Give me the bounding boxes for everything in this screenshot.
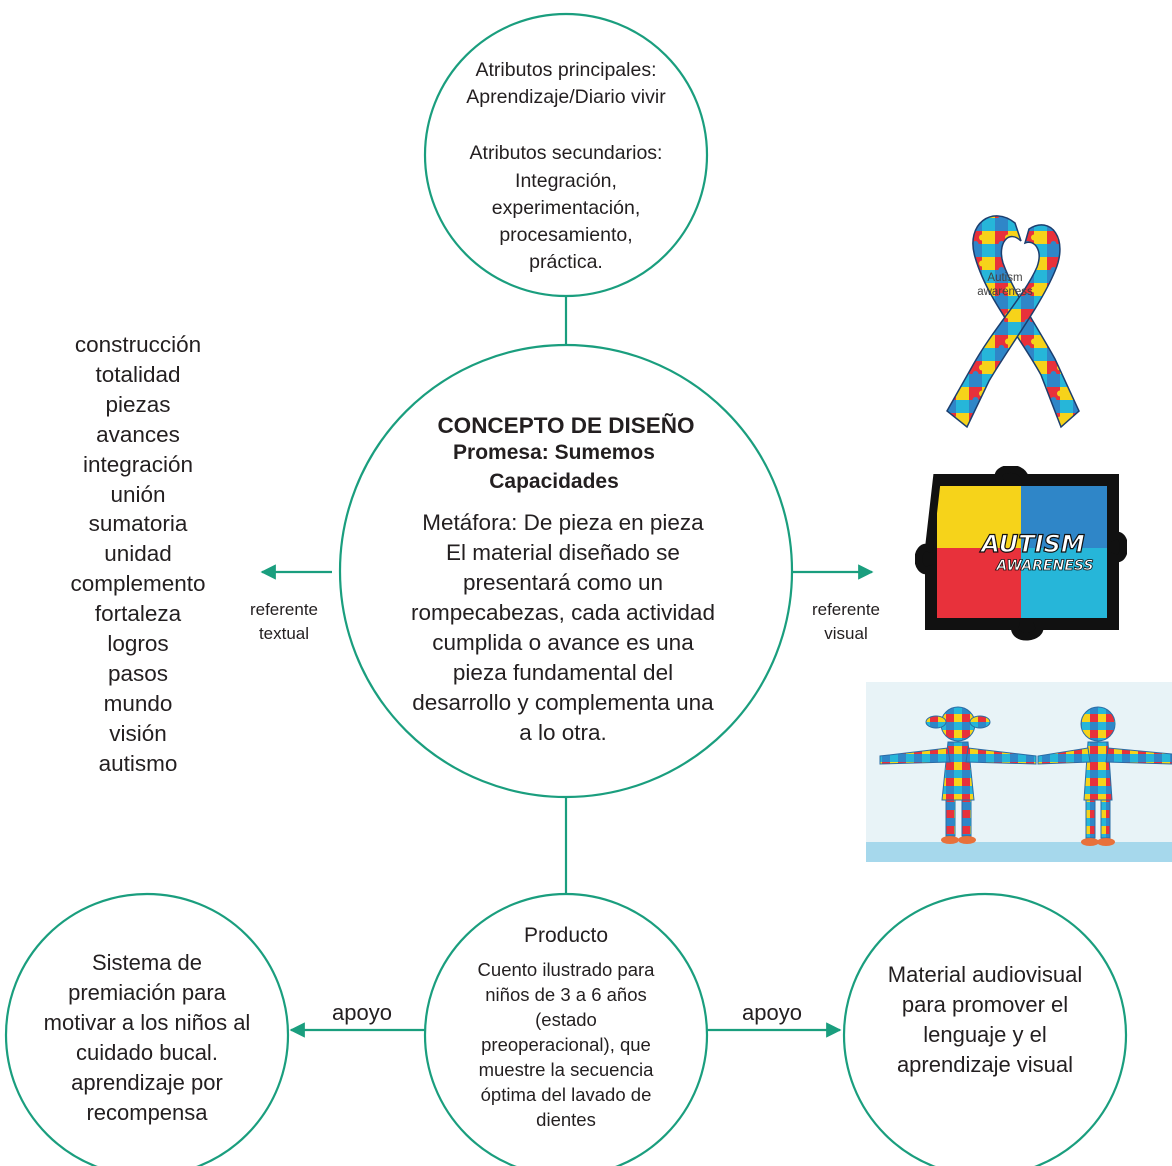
word-item: autismo	[98, 750, 178, 776]
word-item: complemento	[70, 571, 206, 597]
textual-referent-label: referente	[249, 600, 319, 619]
metaphor-line: cumplida o avance es una	[432, 630, 694, 655]
product-description-line: dientes	[536, 1109, 596, 1130]
product-description-line: preoperacional), que	[481, 1034, 651, 1055]
reward-system-line: motivar a los niños al	[43, 1010, 251, 1035]
product-description-line: Cuento ilustrado para	[477, 959, 655, 980]
visual-referent-label: visual	[824, 624, 868, 643]
audiovisual-line: Material audiovisual	[887, 962, 1083, 987]
word-item: sumatoria	[88, 511, 188, 537]
word-item: visión	[109, 720, 167, 746]
metaphor-line: a lo otra.	[519, 720, 607, 745]
ribbon-text-line: Autism	[987, 272, 1022, 284]
reward-system-line: premiación para	[68, 980, 226, 1005]
puzzle-text-line: AUTISM	[979, 530, 1085, 558]
word-item: construcción	[74, 332, 202, 357]
audiovisual-line: para promover el	[901, 992, 1069, 1017]
metaphor-line: pieza fundamental del	[452, 660, 674, 685]
product-description-line: óptima del lavado de	[480, 1084, 652, 1105]
design-concept-title: CONCEPTO DE DISEÑO	[437, 413, 695, 438]
word-item: totalidad	[95, 361, 181, 387]
word-item: fortaleza	[94, 601, 182, 627]
metaphor-line: Metáfora: De pieza en pieza	[422, 510, 704, 535]
autism-awareness-puzzle-image: AUTISM AWARENESS	[915, 466, 1127, 646]
audiovisual-circle	[842, 892, 1128, 1166]
support-label-right: apoyo	[742, 1000, 802, 1025]
autism-awareness-ribbon-image: Autism awareness	[943, 205, 1083, 430]
primary-attributes-label: Atributos principales:	[475, 59, 657, 81]
audiovisual-line: aprendizaje visual	[896, 1052, 1074, 1077]
metaphor-line: presentará como un	[462, 570, 664, 595]
metaphor-line: El material diseñado se	[446, 540, 680, 565]
metaphor-line: rompecabezas, cada actividad	[411, 600, 715, 625]
promise-line: Promesa: Sumemos	[453, 441, 655, 464]
word-item: mundo	[103, 690, 173, 716]
reward-system-line: Sistema de	[91, 950, 203, 975]
product-description-line: niños de 3 a 6 años	[485, 984, 647, 1005]
support-label-left: apoyo	[332, 1000, 392, 1025]
product-circle	[423, 892, 709, 1166]
visual-referent-label: referente	[811, 600, 881, 619]
product-description-line: muestre la secuencia	[478, 1059, 654, 1080]
product-description-line: (estado	[535, 1009, 597, 1030]
top-attributes-circle	[423, 12, 709, 298]
secondary-attribute-item: Integración,	[515, 170, 617, 192]
secondary-attribute-item: práctica.	[529, 251, 603, 273]
word-item: avances	[96, 421, 180, 447]
audiovisual-line: lenguaje y el	[923, 1022, 1047, 1047]
word-item: unidad	[104, 541, 172, 567]
word-item: piezas	[105, 391, 171, 417]
secondary-attribute-item: experimentación,	[491, 197, 641, 219]
textual-referent-word-list: construcción totalidad piezas avances in…	[50, 330, 226, 779]
reward-system-line: cuidado bucal.	[76, 1040, 218, 1065]
reward-system-line: recompensa	[86, 1100, 208, 1125]
puzzle-children-image	[866, 682, 1172, 862]
reward-system-line: aprendizaje por	[71, 1070, 223, 1095]
textual-referent-label: textual	[258, 624, 310, 643]
word-item: integración	[82, 451, 194, 477]
puzzle-text-line: AWARENESS	[995, 558, 1093, 574]
reward-system-circle	[4, 892, 290, 1166]
product-title: Producto	[523, 924, 609, 947]
word-item: pasos	[107, 660, 169, 686]
metaphor-line: desarrollo y complementa una	[412, 690, 714, 715]
word-item: logros	[107, 631, 169, 657]
primary-attributes-value: Aprendizaje/Diario vivir	[466, 86, 666, 108]
promise-line: Capacidades	[489, 470, 619, 493]
design-concept-circle	[338, 343, 794, 799]
word-item: unión	[110, 481, 166, 507]
secondary-attributes-label: Atributos secundarios:	[469, 142, 663, 164]
ribbon-text-line: awareness	[977, 286, 1033, 298]
secondary-attribute-item: procesamiento,	[499, 224, 633, 246]
